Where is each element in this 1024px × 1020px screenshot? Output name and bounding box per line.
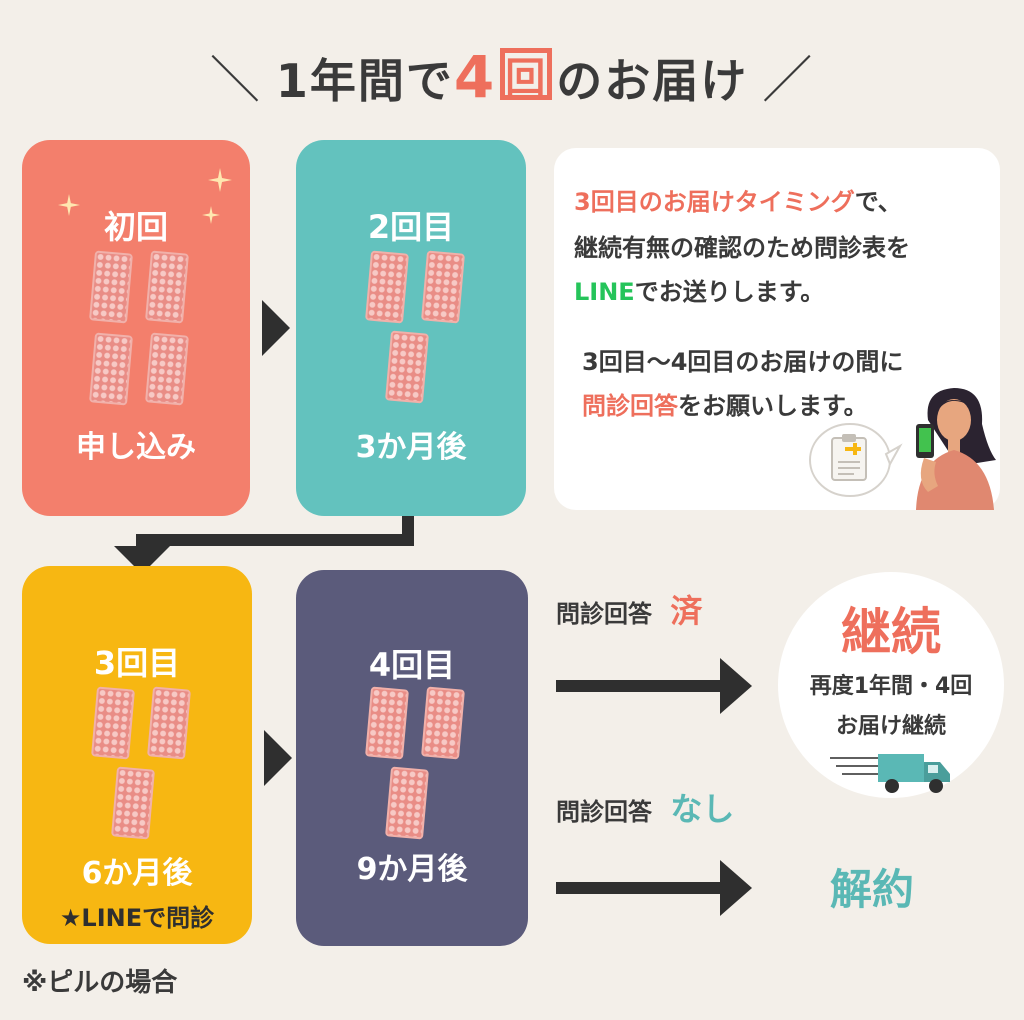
delivery-card-1: 初回 申し込み [22, 140, 250, 516]
answer-done-mark: 済 [670, 592, 703, 630]
answer-none-mark: なし [670, 790, 735, 828]
continue-line-1: 再度1年間・4回 [809, 674, 973, 699]
arrow-right-icon [264, 730, 292, 786]
card-3-subtitle: 6か月後 [81, 856, 193, 891]
card-1-subtitle: 申し込み [76, 430, 196, 465]
clipboard-bubble-icon [809, 423, 903, 497]
continue-result: 継続 再度1年間・4回 お届け継続 [778, 572, 1004, 798]
pill-pack-icon [89, 250, 133, 324]
info-line-5: 問診回答をお願いします。 [582, 386, 1024, 421]
pill-pack-icon [89, 332, 133, 406]
info-line-3: LINEでお送りします。 [574, 272, 1020, 307]
pill-pack-icon [111, 766, 155, 840]
pill-pack-icon [145, 332, 189, 406]
answer-done: 問診回答 済 [556, 586, 702, 632]
info-highlight-line: LINE [574, 278, 635, 306]
pill-pack-icon [385, 766, 429, 840]
sparkle-icon [58, 194, 80, 216]
card-1-title: 初回 [103, 208, 168, 246]
answer-done-label: 問診回答 [556, 600, 652, 628]
arrow-right-icon [262, 300, 290, 356]
title-number: 4 [453, 43, 497, 111]
pill-pack-icon [365, 686, 409, 760]
info-line-3-rest: でお送りします。 [634, 278, 825, 306]
sparkle-icon [208, 168, 232, 192]
delivery-truck-icon [830, 754, 950, 793]
pill-pack-icon [421, 686, 465, 760]
delivery-card-4: 4回目 9か月後 [296, 570, 528, 946]
pill-pack-icon [365, 250, 409, 324]
sparkle-icon [202, 206, 220, 224]
footnote: ※ピルの場合 [22, 968, 178, 998]
continue-line-2: お届け継続 [835, 714, 946, 739]
info-line-1-rest: で、 [854, 188, 902, 216]
card-3-title: 3回目 [93, 644, 181, 682]
card-2-title: 2回目 [367, 208, 455, 246]
arrow-right-long-icon [556, 658, 756, 714]
pill-pack-icon [147, 686, 191, 760]
pill-pack-icon [385, 330, 429, 404]
card-2-subtitle: 3か月後 [355, 430, 467, 465]
continue-title: 継続 [841, 603, 941, 661]
info-box: 3回目のお届けタイミングで、 継続有無の確認のため問診表を LINEでお送りしま… [554, 148, 1000, 510]
info-line-4: 3回目〜4回目のお届けの間に [582, 348, 904, 376]
pill-pack-icon [421, 250, 465, 324]
card-4-title: 4回目 [368, 646, 456, 684]
info-line-1: 3回目のお届けタイミングで、 [574, 182, 1020, 217]
info-line-2: 継続有無の確認のため問診表を [574, 234, 910, 262]
answer-none-label: 問診回答 [556, 798, 652, 826]
card-4-subtitle: 9か月後 [356, 852, 468, 887]
info-highlight-answer: 問診回答 [582, 392, 678, 420]
card-3-note: ★LINEで問診 [59, 904, 215, 932]
title-slash-right: ／ [762, 51, 815, 109]
woman-with-phone-icon [916, 388, 996, 510]
pill-pack-icon [91, 686, 135, 760]
connector-line [136, 534, 414, 546]
title-part2: のお届け [556, 54, 749, 108]
info-highlight-timing: 3回目のお届けタイミング [574, 188, 855, 216]
title-slash-left: ＼ [209, 51, 262, 109]
answer-none: 問診回答 なし [556, 784, 734, 830]
title-part1: 1年間で [275, 54, 454, 108]
pill-pack-icon [145, 250, 189, 324]
title-counter: 回 [500, 48, 553, 101]
delivery-card-2: 2回目 3か月後 [296, 140, 526, 516]
info-line-5-rest: をお願いします。 [678, 392, 868, 420]
arrow-right-long-icon [556, 860, 756, 916]
cancel-result: 解約 [830, 865, 915, 914]
delivery-card-3: 3回目 6か月後 ★LINEで問診 [22, 566, 252, 944]
